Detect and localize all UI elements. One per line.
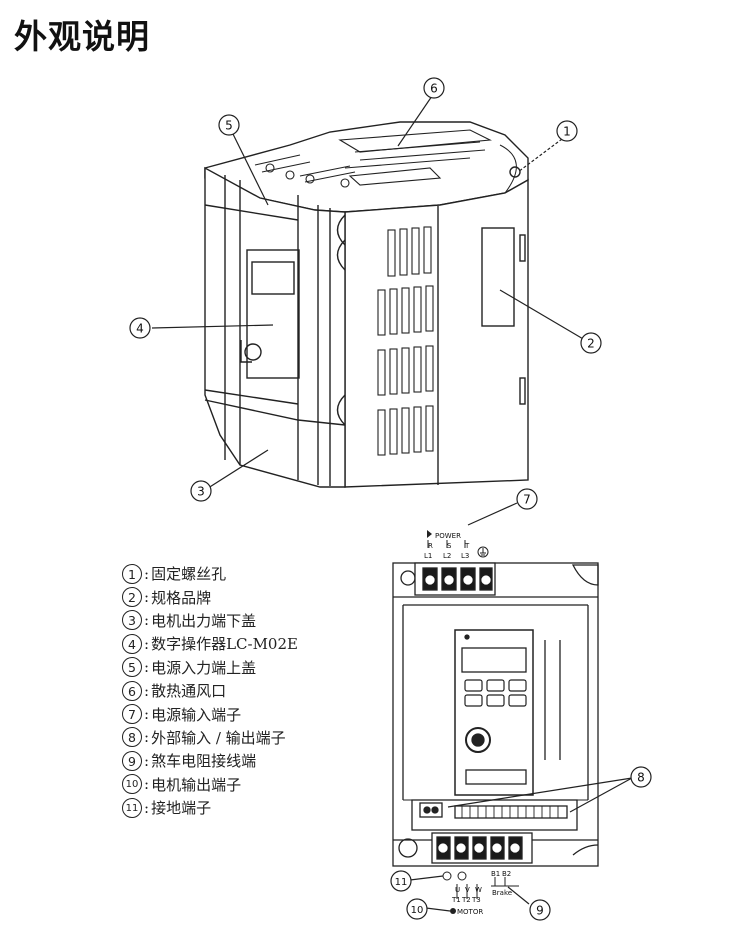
- callout-1: [556, 120, 578, 142]
- legend-item: 6:散热通风口: [122, 679, 422, 702]
- inverter-3d-view: [204, 121, 529, 488]
- legend-item: 7:电源输入端子: [122, 702, 422, 725]
- legend-num: 9: [122, 750, 142, 771]
- legend-num: 4: [122, 633, 142, 654]
- legend-text: 规格品牌: [151, 588, 212, 607]
- legend-num: 1: [122, 563, 142, 584]
- callout-7-label: 7: [523, 493, 531, 507]
- motor-label: MOTOR: [457, 908, 483, 916]
- w-label: W: [475, 886, 482, 894]
- legend-text: 电机输出端子: [151, 775, 242, 794]
- t-label: T: [464, 542, 470, 550]
- callout-2: [580, 332, 602, 354]
- brake-label: Brake: [492, 889, 512, 897]
- legend-text: 电机出力端下盖: [151, 611, 257, 630]
- power-label: POWER: [435, 532, 461, 540]
- v-label: V: [465, 886, 470, 894]
- legend-text: 数字操作器LC-M02E: [151, 635, 298, 654]
- legend-item: 4:数字操作器LC-M02E: [122, 632, 422, 655]
- legend-item: 2:规格品牌: [122, 585, 422, 608]
- callout-10-label: 10: [411, 905, 424, 916]
- legend-num: 2: [122, 587, 142, 608]
- legend-text: 散热通风口: [151, 682, 227, 701]
- legend-num: 10: [122, 774, 142, 795]
- callout-4-label: 4: [136, 322, 144, 336]
- legend-num: 7: [122, 704, 142, 725]
- legend-text: 电源输入端子: [151, 705, 242, 724]
- callout-10: [406, 898, 428, 920]
- legend-item: 5:电源入力端上盖: [122, 656, 422, 679]
- callout-11-label: 11: [395, 877, 408, 888]
- legend-item: 9:煞车电阻接线端: [122, 749, 422, 772]
- legend-text: 电源入力端上盖: [151, 658, 257, 677]
- l2-label: L2: [443, 552, 451, 560]
- legend-item: 11:接地端子: [122, 796, 422, 819]
- inverter-front-view: [392, 540, 599, 899]
- callout-2-label: 2: [587, 337, 595, 351]
- callout-5: [218, 114, 240, 136]
- callout-7: [516, 488, 538, 510]
- legend-text: 外部输入 / 输出端子: [151, 728, 286, 747]
- callout-1-label: 1: [563, 125, 571, 139]
- legend-list: 1:固定螺丝孔 2:规格品牌 3:电机出力端下盖 4:数字操作器LC-M02E …: [122, 562, 422, 819]
- b1-label: B1: [491, 870, 500, 878]
- legend-text: 固定螺丝孔: [151, 565, 227, 584]
- l1-label: L1: [424, 552, 432, 560]
- l3-label: L3: [461, 552, 469, 560]
- t2-label: T2: [461, 896, 471, 904]
- r-label: R: [428, 542, 433, 550]
- legend-num: 5: [122, 657, 142, 678]
- callout-8: [630, 766, 652, 788]
- legend-num: 11: [122, 797, 142, 818]
- legend-num: 8: [122, 727, 142, 748]
- legend-item: 8:外部输入 / 输出端子: [122, 726, 422, 749]
- t3-label: T3: [471, 896, 481, 904]
- callout-3: [190, 480, 212, 502]
- legend-item: 10:电机输出端子: [122, 773, 422, 796]
- callout-3-label: 3: [197, 485, 205, 499]
- legend-num: 6: [122, 680, 142, 701]
- callouts-front: [390, 488, 652, 921]
- callout-8-label: 8: [637, 771, 645, 785]
- callout-6-label: 6: [430, 82, 438, 96]
- page-title: 外观说明: [14, 17, 150, 56]
- callout-6: [423, 77, 445, 99]
- callout-5-label: 5: [225, 119, 233, 133]
- legend-item: 3:电机出力端下盖: [122, 609, 422, 632]
- callout-4: [129, 317, 151, 339]
- legend-text: 接地端子: [151, 799, 212, 818]
- u-label: U: [455, 886, 460, 894]
- callout-9-label: 9: [536, 904, 544, 918]
- t1-label: T1: [451, 896, 461, 904]
- callout-9: [529, 899, 551, 921]
- legend-num: 3: [122, 610, 142, 631]
- legend-item: 1:固定螺丝孔: [122, 562, 422, 585]
- callouts-3d: [129, 77, 602, 502]
- callout-11: [390, 870, 412, 892]
- legend-text: 煞车电阻接线端: [151, 752, 257, 771]
- s-label: S: [447, 542, 452, 550]
- b2-label: B2: [502, 870, 511, 878]
